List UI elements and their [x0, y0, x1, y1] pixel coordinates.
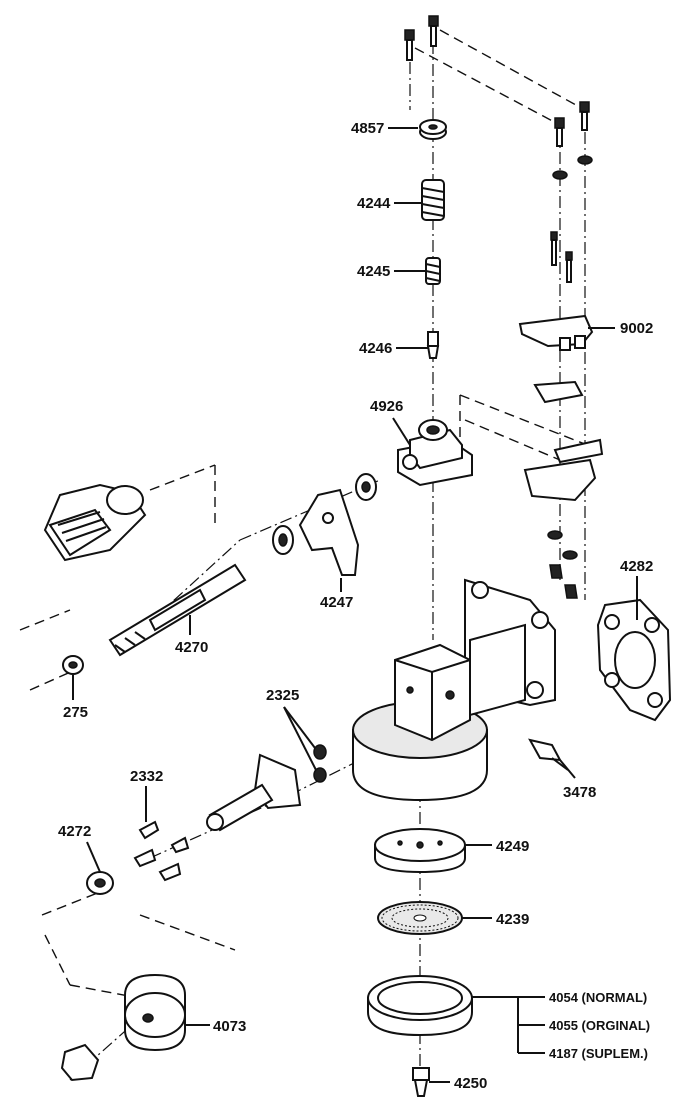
nut-4857 [419, 119, 447, 140]
knob-4073 [124, 973, 186, 1052]
assembly-lines [19, 20, 601, 1095]
shaft-4270 [108, 563, 247, 657]
label-4245: 4245 [357, 263, 390, 280]
handle-knob [43, 483, 147, 562]
washers [272, 473, 377, 555]
label-4250: 4250 [454, 1075, 487, 1092]
ring-4054 [367, 975, 473, 1037]
label-4054: 4054 (NORMAL) [549, 990, 647, 1005]
washers-2325 [313, 744, 327, 783]
fitting-4250 [412, 1067, 430, 1097]
pin-4246 [426, 331, 440, 359]
label-9002: 9002 [620, 320, 653, 337]
label-4282: 4282 [620, 558, 653, 575]
spring-4244 [421, 179, 445, 221]
label-4073: 4073 [213, 1018, 246, 1035]
label-4247: 4247 [320, 594, 353, 611]
label-3478: 3478 [563, 784, 596, 801]
bracket-9002 [518, 314, 604, 599]
screen-4239 [377, 901, 463, 935]
part-labels: 4857 4244 4245 4246 9002 4926 4282 4247 … [58, 120, 653, 1092]
label-4926: 4926 [370, 398, 403, 415]
plate-4247 [298, 488, 360, 576]
label-4239: 4239 [496, 911, 529, 928]
label-4055: 4055 (ORGINAL) [549, 1018, 650, 1033]
gasket-4282 [596, 598, 672, 722]
disc-4249 [374, 828, 466, 874]
label-4244: 4244 [357, 195, 391, 212]
leader-lines [72, 127, 638, 1083]
label-2325: 2325 [266, 687, 299, 704]
label-4249: 4249 [496, 838, 529, 855]
label-275: 275 [63, 704, 88, 721]
fitting-3478 [528, 738, 569, 771]
bottom-nut [60, 1043, 100, 1082]
nut-275 [62, 655, 84, 675]
label-4187: 4187 (SUPLEM.) [549, 1046, 648, 1061]
block-4926 [397, 419, 473, 487]
label-4857: 4857 [351, 120, 384, 137]
valve-body [352, 578, 556, 802]
nut-4272 [86, 871, 114, 895]
fittings-2332 [133, 820, 190, 882]
label-4246: 4246 [359, 340, 392, 357]
label-2332: 2332 [130, 768, 163, 785]
lower-shaft [206, 753, 302, 832]
label-4270: 4270 [175, 639, 208, 656]
spring-4245 [425, 257, 441, 285]
top-screws [404, 15, 593, 283]
label-4272: 4272 [58, 823, 91, 840]
